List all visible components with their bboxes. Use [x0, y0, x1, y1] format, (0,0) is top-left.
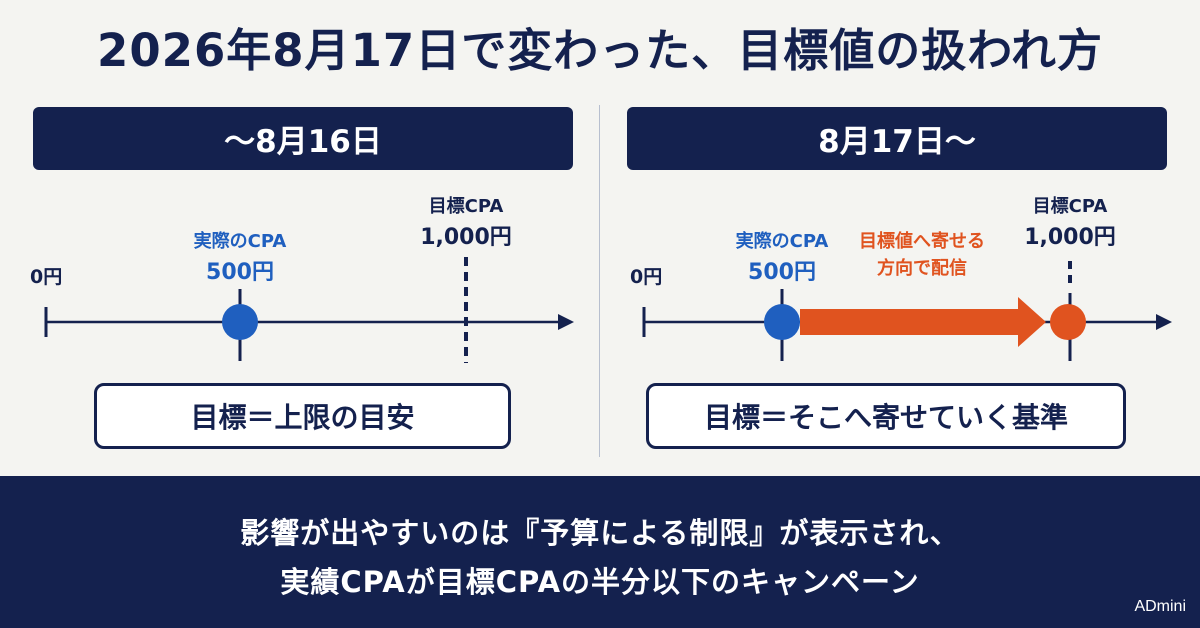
before-period-header: ～8月16日 [33, 107, 573, 170]
target-cpa-value: 1,000円 [420, 225, 512, 250]
brand-logo-text: ADmini [1134, 598, 1186, 615]
actual-cpa-label: 実際のCPA [736, 230, 829, 252]
arrow-label-line1: 目標値へ寄せる [859, 230, 985, 252]
before-cpa-diagram: 0円 実際のCPA 500円 目標CPA 1,000円 [30, 195, 574, 363]
shift-toward-target-arrow [800, 297, 1046, 347]
panel-divider [599, 105, 600, 457]
target-cpa-label: 目標CPA [1033, 195, 1108, 217]
target-cpa-label: 目標CPA [429, 195, 504, 217]
zero-label: 0円 [630, 266, 662, 288]
actual-cpa-marker [222, 304, 258, 340]
after-cpa-diagram: 0円 実際のCPA 500円 目標値へ寄せる 方向で配信 目標CPA 1,000… [630, 195, 1172, 361]
actual-cpa-value: 500円 [206, 260, 274, 285]
actual-cpa-marker [764, 304, 800, 340]
actual-cpa-value: 500円 [748, 260, 816, 285]
target-cpa-value: 1,000円 [1024, 225, 1116, 250]
actual-cpa-label: 実際のCPA [194, 230, 287, 252]
arrow-label-line2: 方向で配信 [877, 257, 967, 279]
zero-label: 0円 [30, 266, 62, 288]
axis-arrowhead [1156, 314, 1172, 330]
footer-line-1: 影響が出やすいのは『予算による制限』が表示され、 [240, 516, 960, 550]
target-cpa-marker [1050, 304, 1086, 340]
footer-line-2: 実績CPAが目標CPAの半分以下のキャンペーン [280, 565, 920, 599]
page-title: 2026年8月17日で変わった、目標値の扱われ方 [97, 24, 1103, 77]
axis-arrowhead [558, 314, 574, 330]
after-period-header: 8月17日～ [627, 107, 1167, 170]
before-summary-box: 目標＝上限の目安 [94, 383, 511, 449]
after-summary-box: 目標＝そこへ寄せていく基準 [646, 383, 1126, 449]
footer-banner: 影響が出やすいのは『予算による制限』が表示され、 実績CPAが目標CPAの半分以… [0, 476, 1200, 628]
